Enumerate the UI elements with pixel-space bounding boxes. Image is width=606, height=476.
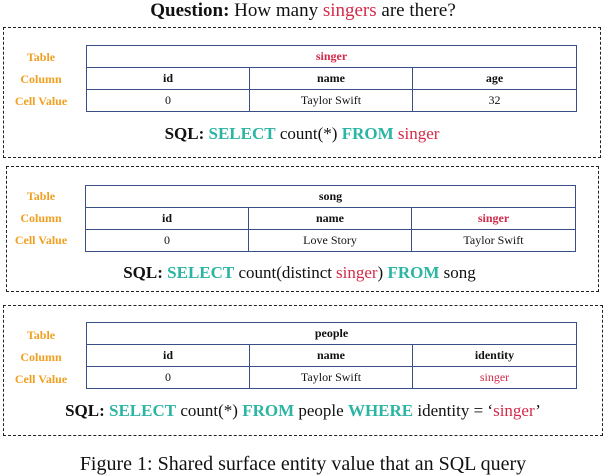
example-panel-singer: Table Column Cell Value singer id name a… — [3, 27, 601, 158]
cell-value: Taylor Swift — [410, 229, 577, 252]
sql-label: SQL: — [123, 263, 163, 282]
question-label: Question: — [150, 0, 230, 21]
row-label-column: Column — [20, 72, 62, 86]
row-label-table: Table — [26, 328, 56, 342]
sql-expr-column: singer — [335, 263, 378, 282]
table-name: singer — [86, 45, 577, 68]
column-header: name — [248, 207, 412, 230]
sql-condition-value: singer — [493, 401, 536, 420]
figure-caption: Figure 1: Shared surface entity value th… — [79, 453, 527, 475]
sql-label: SQL: — [65, 401, 105, 420]
example-panel-people: Table Column Cell Value people id name i… — [3, 305, 603, 436]
sql-table: song — [443, 263, 476, 282]
sql-keyword-select: SELECT — [109, 401, 177, 420]
cell-value: 32 — [412, 89, 577, 112]
cell-value: Taylor Swift — [249, 366, 413, 389]
row-label-cell-value: Cell Value — [14, 233, 68, 247]
sql-expr-post: ) — [377, 263, 384, 282]
sql-keyword-select: SELECT — [208, 124, 276, 143]
sql-query: SQL: SELECT count(*) FROM singer — [4, 124, 600, 144]
cell-value: Love Story — [248, 229, 412, 252]
cell-value: Taylor Swift — [249, 89, 413, 112]
cell-value: 0 — [85, 229, 249, 252]
sql-label: SQL: — [164, 124, 205, 143]
sql-expr: count(*) — [279, 124, 338, 143]
row-label-table: Table — [26, 50, 56, 64]
cell-value: 0 — [86, 89, 250, 112]
column-header: identity — [411, 344, 578, 367]
cell-value: singer — [411, 366, 578, 389]
sql-keyword-from: FROM — [341, 124, 394, 143]
column-header: name — [249, 344, 413, 367]
row-labels: Table Column Cell Value — [1, 324, 81, 390]
row-labels: Table Column Cell Value — [1, 46, 81, 112]
column-header: id — [85, 207, 249, 230]
sql-condition-pre: identity = ‘ — [417, 401, 494, 420]
sql-keyword-where: WHERE — [347, 401, 414, 420]
column-header: age — [412, 67, 577, 90]
sql-keyword-from: FROM — [242, 401, 295, 420]
sql-keyword-select: SELECT — [167, 263, 235, 282]
cell-value: 0 — [86, 366, 250, 389]
sql-keyword-from: FROM — [387, 263, 440, 282]
sql-condition-post: ’ — [535, 401, 541, 420]
column-header: id — [86, 67, 250, 90]
example-panel-song: Table Column Cell Value song id name sin… — [6, 166, 599, 292]
schema-table: people id name identity 0 Taylor Swift s… — [85, 322, 578, 389]
schema-table: singer id name age 0 Taylor Swift 32 — [86, 45, 577, 112]
question-text-pre: How many — [234, 0, 319, 21]
sql-expr: count(*) — [180, 401, 238, 420]
row-label-cell-value: Cell Value — [14, 372, 68, 386]
row-label-table: Table — [26, 189, 56, 203]
row-label-column: Column — [20, 350, 62, 364]
schema-table: song id name singer 0 Love Story Taylor … — [84, 185, 577, 252]
row-label-cell-value: Cell Value — [14, 94, 68, 108]
sql-expr-pre: count(distinct — [238, 263, 332, 282]
row-labels: Table Column Cell Value — [1, 185, 81, 251]
table-name: song — [84, 185, 577, 208]
sql-table: singer — [397, 124, 440, 143]
question: Question: How many singers are there? — [0, 0, 606, 22]
question-highlight: singers — [322, 0, 377, 21]
question-text-post: are there? — [381, 0, 456, 21]
column-header: id — [86, 344, 250, 367]
row-label-column: Column — [20, 211, 62, 225]
sql-query: SQL: SELECT count(*) FROM people WHERE i… — [4, 401, 602, 421]
table-name: people — [85, 322, 578, 345]
column-header: singer — [410, 207, 577, 230]
sql-table: people — [298, 401, 344, 420]
column-header: name — [249, 67, 413, 90]
